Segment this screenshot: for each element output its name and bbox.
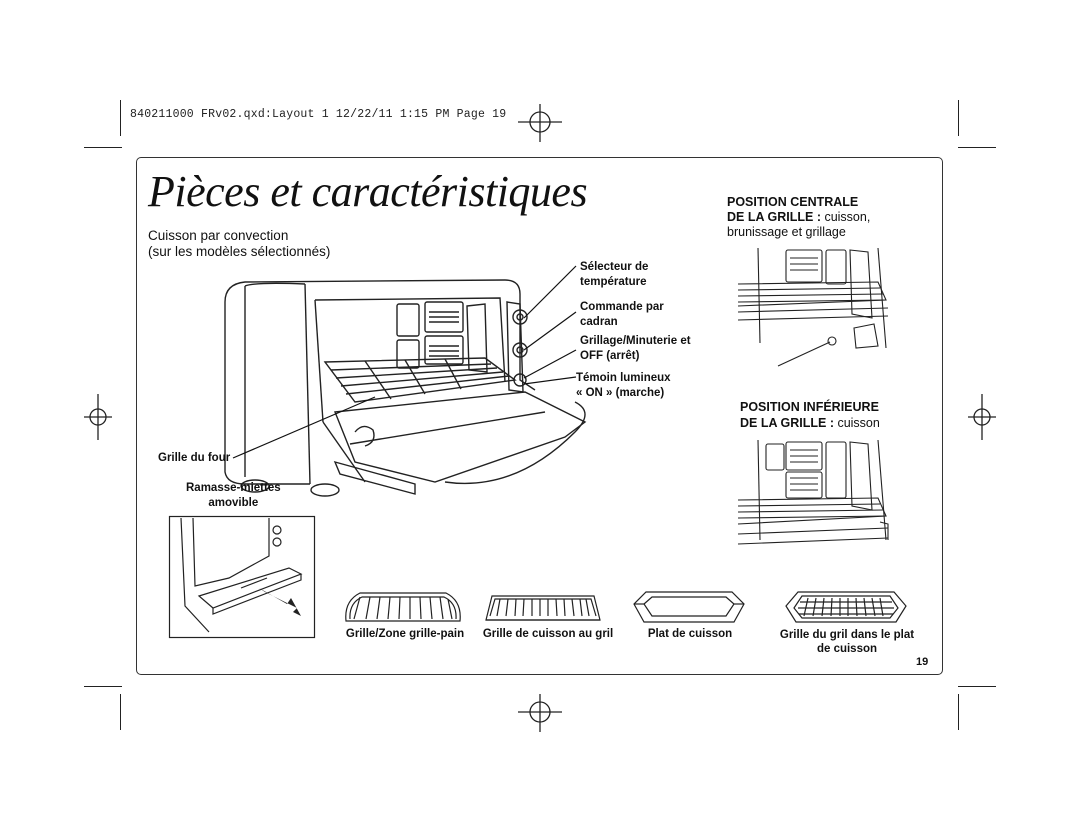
convection-line-2: (sur les modèles sélectionnés) bbox=[148, 244, 331, 259]
toast-rack-label: Grille/Zone grille-pain bbox=[345, 628, 465, 640]
baking-pan-illustration bbox=[633, 591, 745, 623]
callout-broil-timer: Grillage/Minuterie et OFF (arrêt) bbox=[580, 335, 691, 362]
broil-rack-label: Grille de cuisson au gril bbox=[482, 628, 614, 640]
baking-pan-label: Plat de cuisson bbox=[647, 628, 733, 640]
registration-mark-right bbox=[968, 394, 996, 440]
lower-rack-position-illustration bbox=[737, 439, 889, 545]
lower-position-line-2: DE LA GRILLE : cuisson bbox=[740, 416, 880, 430]
broil-rack-in-pan-label: Grille du gril dans le plat de cuisson bbox=[779, 629, 915, 655]
callout-temperature-selector: Sélecteur de température bbox=[580, 261, 649, 288]
page-frame bbox=[136, 157, 943, 675]
callout-dial-control: Commande par cadran bbox=[580, 301, 664, 328]
callout-indicator-light: Témoin lumineux « ON » (marche) bbox=[576, 372, 671, 399]
callout-crumb-tray: Ramasse-miettes amovible bbox=[186, 482, 281, 509]
middle-position-line-3: brunissage et grillage bbox=[727, 225, 846, 239]
middle-position-line-2: DE LA GRILLE : cuisson, bbox=[727, 210, 871, 224]
registration-mark-left bbox=[84, 394, 112, 440]
file-slug: 840211000 FRv02.qxd:Layout 1 12/22/11 1:… bbox=[130, 108, 507, 121]
toaster-oven-illustration bbox=[224, 279, 587, 497]
registration-mark-top bbox=[518, 104, 562, 142]
broil-rack-illustration bbox=[485, 595, 601, 621]
lower-position-heading: POSITION INFÉRIEURE bbox=[740, 400, 879, 414]
crumb-tray-inset bbox=[168, 515, 316, 639]
middle-rack-position-illustration bbox=[737, 247, 889, 367]
convection-line-1: Cuisson par convection bbox=[148, 228, 289, 243]
middle-position-heading: POSITION CENTRALE bbox=[727, 195, 859, 209]
page-number: 19 bbox=[916, 656, 929, 668]
broil-rack-in-pan-illustration bbox=[785, 591, 907, 623]
registration-mark-bottom bbox=[518, 694, 562, 732]
toast-rack-illustration bbox=[345, 592, 461, 622]
page-title: Pièces et caractéristiques bbox=[148, 167, 588, 216]
callout-oven-rack: Grille du four bbox=[158, 452, 231, 464]
